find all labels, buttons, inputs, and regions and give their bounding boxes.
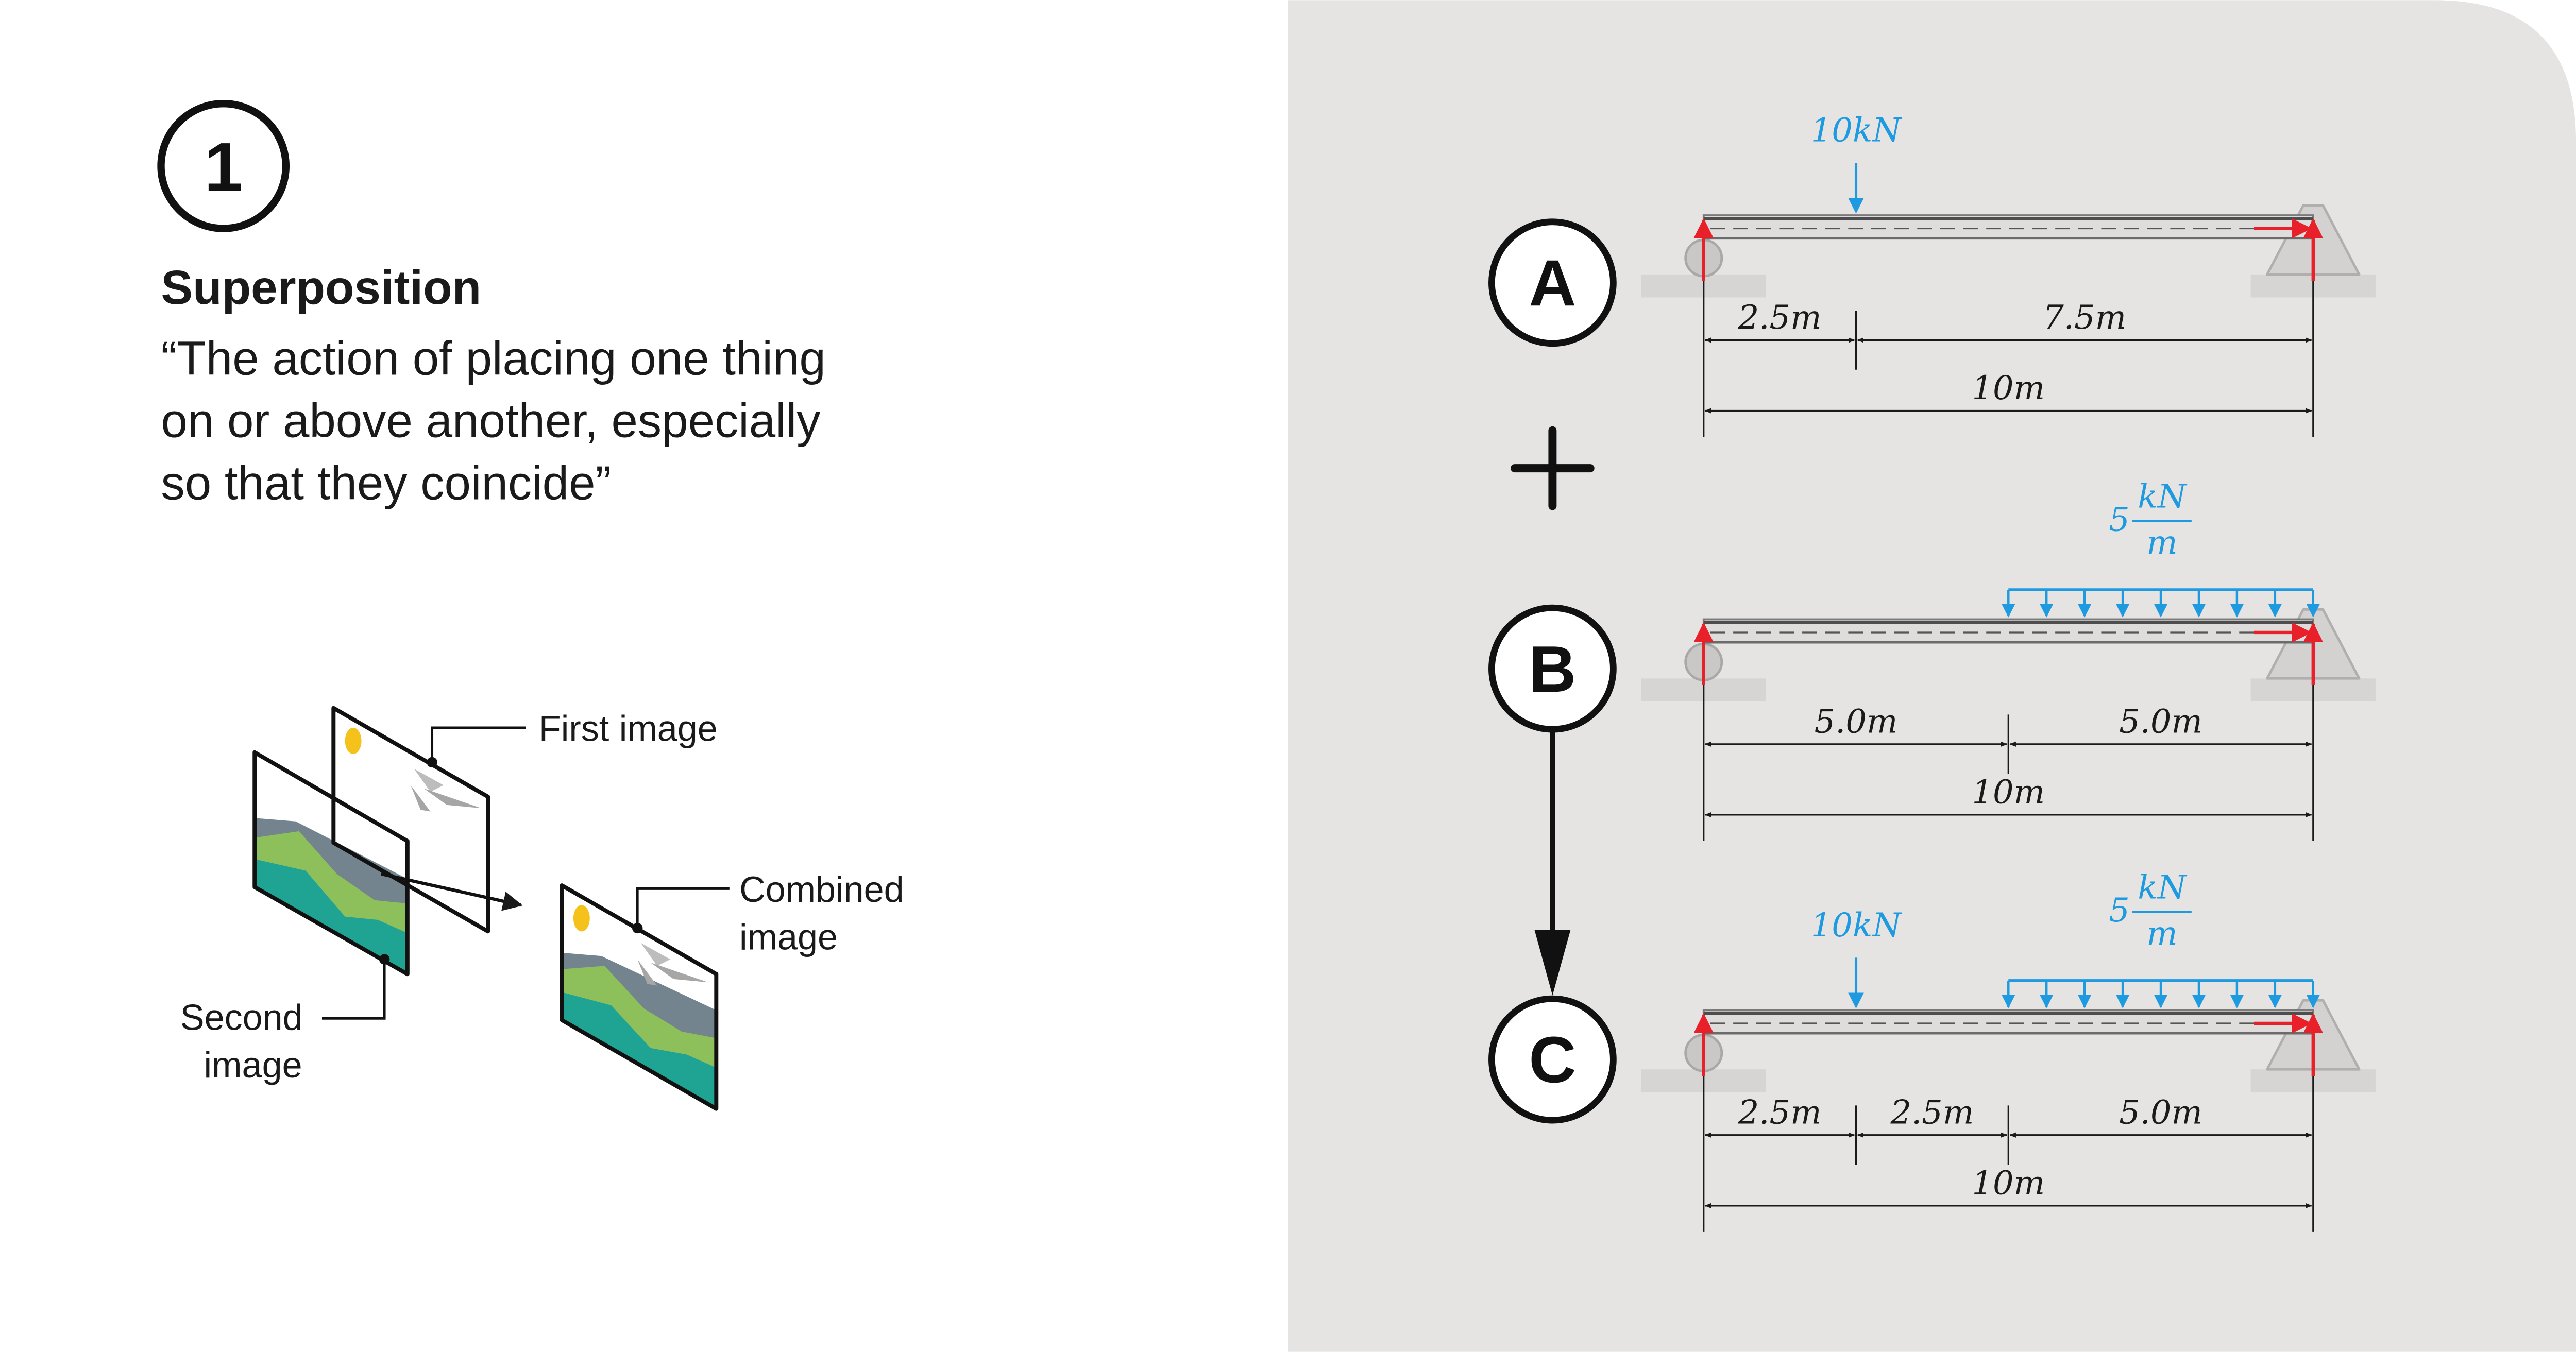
distributed-load-coefficient: 5 bbox=[2109, 501, 2130, 539]
beam-a: A 10kN 2.5m 7.5m 10m bbox=[1488, 112, 2376, 437]
definition-line-2: on or above another, especially bbox=[161, 394, 821, 448]
beam-panel-background bbox=[1288, 0, 2576, 1352]
step-number: 1 bbox=[204, 129, 242, 206]
distributed-load-denominator: m bbox=[2146, 524, 2177, 562]
combined-image-illustration bbox=[560, 883, 719, 1111]
beam-b-badge bbox=[1488, 604, 1617, 733]
segment-dimension-label: 2.5m bbox=[1890, 1093, 1974, 1132]
result-arrow bbox=[1534, 731, 1571, 996]
definition-line-1: “The action of placing one thing bbox=[161, 331, 826, 385]
segment-dimension-label: 2.5m bbox=[1738, 299, 1822, 337]
sun-icon bbox=[345, 727, 362, 754]
distributed-load-numerator: kN bbox=[2138, 869, 2188, 907]
distributed-load-denominator: m bbox=[2146, 915, 2177, 953]
plus-operator bbox=[1511, 426, 1595, 510]
definition-line-3: so that they coincide” bbox=[161, 456, 612, 510]
first-image-illustration bbox=[331, 706, 523, 934]
beam-a-badge bbox=[1488, 218, 1617, 347]
total-dimension-label: 10m bbox=[1972, 774, 2045, 812]
beam-b-letter: B bbox=[1529, 633, 1576, 706]
segment-dimension-label: 2.5m bbox=[1738, 1093, 1822, 1132]
beam-c-letter: C bbox=[1529, 1024, 1576, 1097]
point-load-label: 10kN bbox=[1811, 112, 1903, 150]
distributed-load-coefficient: 5 bbox=[2109, 892, 2130, 930]
combined-image-callout: Combined image bbox=[632, 869, 904, 957]
result-arrow-head bbox=[1534, 930, 1571, 996]
step-badge: 1 bbox=[157, 100, 290, 232]
first-image-callout: First image bbox=[427, 708, 718, 768]
distributed-load-numerator: kN bbox=[2138, 478, 2188, 516]
combined-image-label-line-2: image bbox=[739, 916, 838, 957]
segment-dimension-label: 5.0m bbox=[1815, 703, 1898, 741]
beam-a-letter: A bbox=[1529, 247, 1576, 320]
beam-c-badge bbox=[1488, 995, 1617, 1124]
combined-image-label-line-1: Combined bbox=[739, 869, 904, 910]
segment-dimension-label: 5.0m bbox=[2119, 1093, 2202, 1132]
first-image-label: First image bbox=[539, 708, 718, 748]
bird-icon bbox=[414, 768, 444, 792]
segment-dimension-label: 5.0m bbox=[2119, 703, 2202, 741]
beam-b: B 5kN m 5.0m 5.0m 10m bbox=[1488, 478, 2376, 841]
second-image-callout: Second image bbox=[180, 954, 390, 1085]
segment-dimension-label: 7.5m bbox=[2043, 299, 2126, 337]
point-load-label: 10kN bbox=[1811, 906, 1903, 945]
second-image-label-line-1: Second bbox=[180, 997, 303, 1038]
combine-arrow bbox=[381, 872, 523, 911]
heading: Superposition bbox=[161, 261, 482, 314]
second-image-label-line-2: image bbox=[204, 1045, 302, 1085]
total-dimension-label: 10m bbox=[1972, 1165, 2045, 1203]
total-dimension-label: 10m bbox=[1972, 369, 2045, 407]
beam-c: C 10kN 5kN m 2.5m 2.5m 5.0m 10m bbox=[1488, 869, 2376, 1232]
